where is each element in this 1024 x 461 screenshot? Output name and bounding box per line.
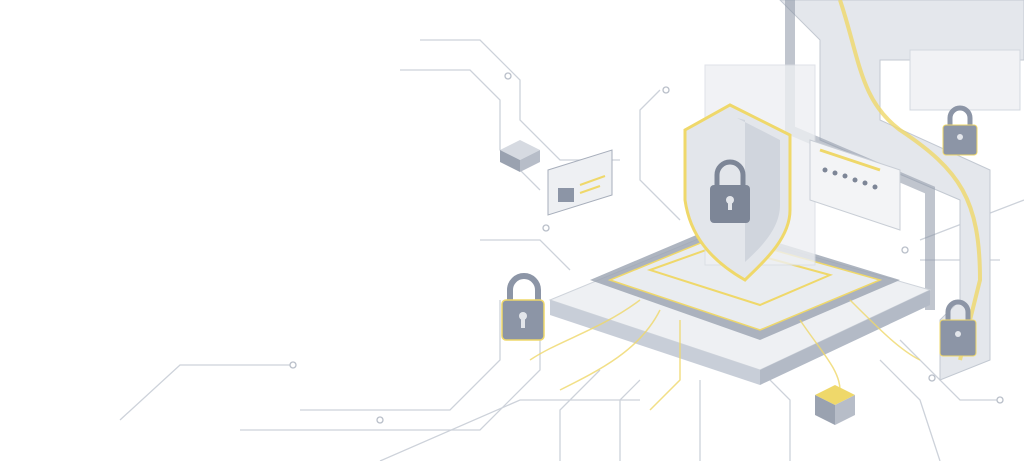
circuit-nodes xyxy=(289,72,1004,424)
server-stack-icon xyxy=(815,385,855,425)
circuit-lines xyxy=(119,39,1024,461)
padlock-icon xyxy=(501,273,545,341)
id-card-icon xyxy=(547,149,613,216)
password-panel-icon xyxy=(809,139,901,231)
server-stack-icon xyxy=(500,140,540,172)
platform xyxy=(548,225,932,385)
padlock-icon xyxy=(942,105,978,156)
shield-lock-icon xyxy=(683,103,792,282)
data-traces xyxy=(529,299,921,411)
padlock-icon xyxy=(939,299,977,357)
